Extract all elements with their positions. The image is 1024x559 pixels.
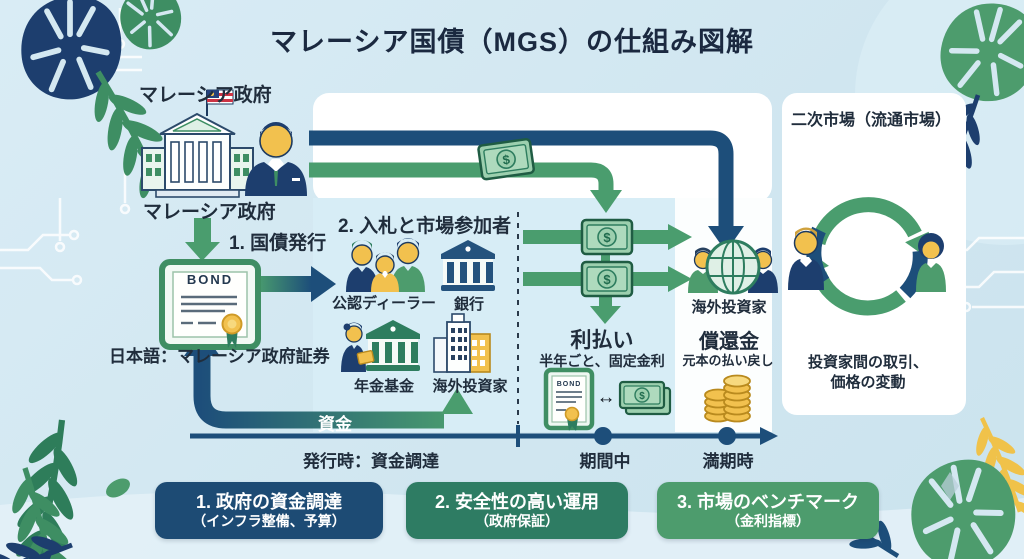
bond-to-auction-arrow-icon [257,266,336,302]
money-bill-icon: $ [618,380,672,416]
svg-text:$: $ [603,230,611,245]
interest-flow-arrow-icon [309,162,622,213]
bond-caption: 日本語：マレーシア政府証券 [109,347,330,366]
secondary-market-caption2: 価格の変動 [830,374,906,391]
globe-investors-icon [688,239,778,295]
dealers-icon [346,238,425,292]
government-label: マレーシア政府 [143,202,276,223]
benefit-card-safe-investment: 2. 安全性の高い運用 （政府保証） [406,482,628,539]
bank-icon [441,240,495,291]
benefit1-subtitle: （インフラ整備、予算） [192,512,346,529]
participant-label-banks: 銀行 [453,296,485,313]
svg-text:$: $ [603,272,611,287]
timeline-axis [190,425,778,447]
investor-building-icon [433,313,491,373]
benefit2-subtitle: （政府保証） [475,512,559,529]
buyer-icon [916,233,946,292]
official-person-icon [245,122,307,196]
benefit3-title: 3. 市場のベンチマーク [676,491,859,512]
foreign-investors-label: 海外投資家 [691,299,767,316]
government-label-top: マレーシア政府 [139,85,272,106]
cycle-arrows-icon [805,197,929,316]
secondary-market-panel [782,93,966,415]
funds-label: 資金 [318,415,352,434]
svg-text:$: $ [639,391,645,402]
step1-label: 1. 国債発行 [229,233,327,254]
government-building-icon [141,89,254,198]
small-bond-title: BOND [557,381,582,388]
coins-icon [704,374,751,423]
secondary-market-title: 二次市場（流通市場） [790,112,952,129]
timeline-issue-label: 発行時：資金調達 [303,452,439,471]
participant-label-pension: 年金基金 [353,378,415,395]
issuance-down-arrow-icon [185,218,220,261]
pension-fund-icon [341,320,420,372]
secondary-market-caption1: 投資家間の取引、 [807,354,929,371]
benefit1-title: 1. 政府の資金調達 [195,491,342,512]
timeline-maturity-label: 満期時 [702,452,754,471]
redemption-subtitle: 元本の払い戻し [682,353,774,368]
benefit-card-market-benchmark: 3. 市場のベンチマーク （金利指標） [657,482,879,539]
money-bill-icon: $ [580,260,634,298]
money-bill-icon: $ [580,218,634,256]
seller-icon [788,227,824,290]
exchange-arrows-icon: ↔ [596,387,616,408]
principal-flow-arrow-icon [309,130,744,252]
small-bond-certificate-icon: BOND [543,367,595,431]
interest-subtitle: 半年ごと、固定金利 [539,353,665,369]
benefit-card-government-funding: 1. 政府の資金調達 （インフラ整備、予算） [155,482,383,539]
benefit3-subtitle: （金利指標） [726,512,810,529]
participant-label-foreign: 海外投資家 [432,378,508,395]
svg-text:$: $ [502,152,512,168]
bond-certificate-title: BOND [187,272,233,287]
timeline-during-label: 期間中 [579,452,631,471]
malaysia-flag-icon [206,89,234,116]
timeline-dot [718,427,736,445]
interest-title: 利払い [570,329,634,352]
bond-certificate-icon: BOND [159,259,261,350]
participant-label-dealers: 公認ディーラー [332,295,436,312]
timeline-dot [594,427,612,445]
auction-section-title: 2. 入札と市場参加者 [338,216,512,237]
benefit2-title: 2. 安全性の高い運用 [434,491,599,512]
money-bill-icon: $ [477,138,535,181]
page-title: マレーシア国債（MGS）の仕組み図解 [270,27,754,57]
redemption-title: 償還金 [699,331,759,353]
